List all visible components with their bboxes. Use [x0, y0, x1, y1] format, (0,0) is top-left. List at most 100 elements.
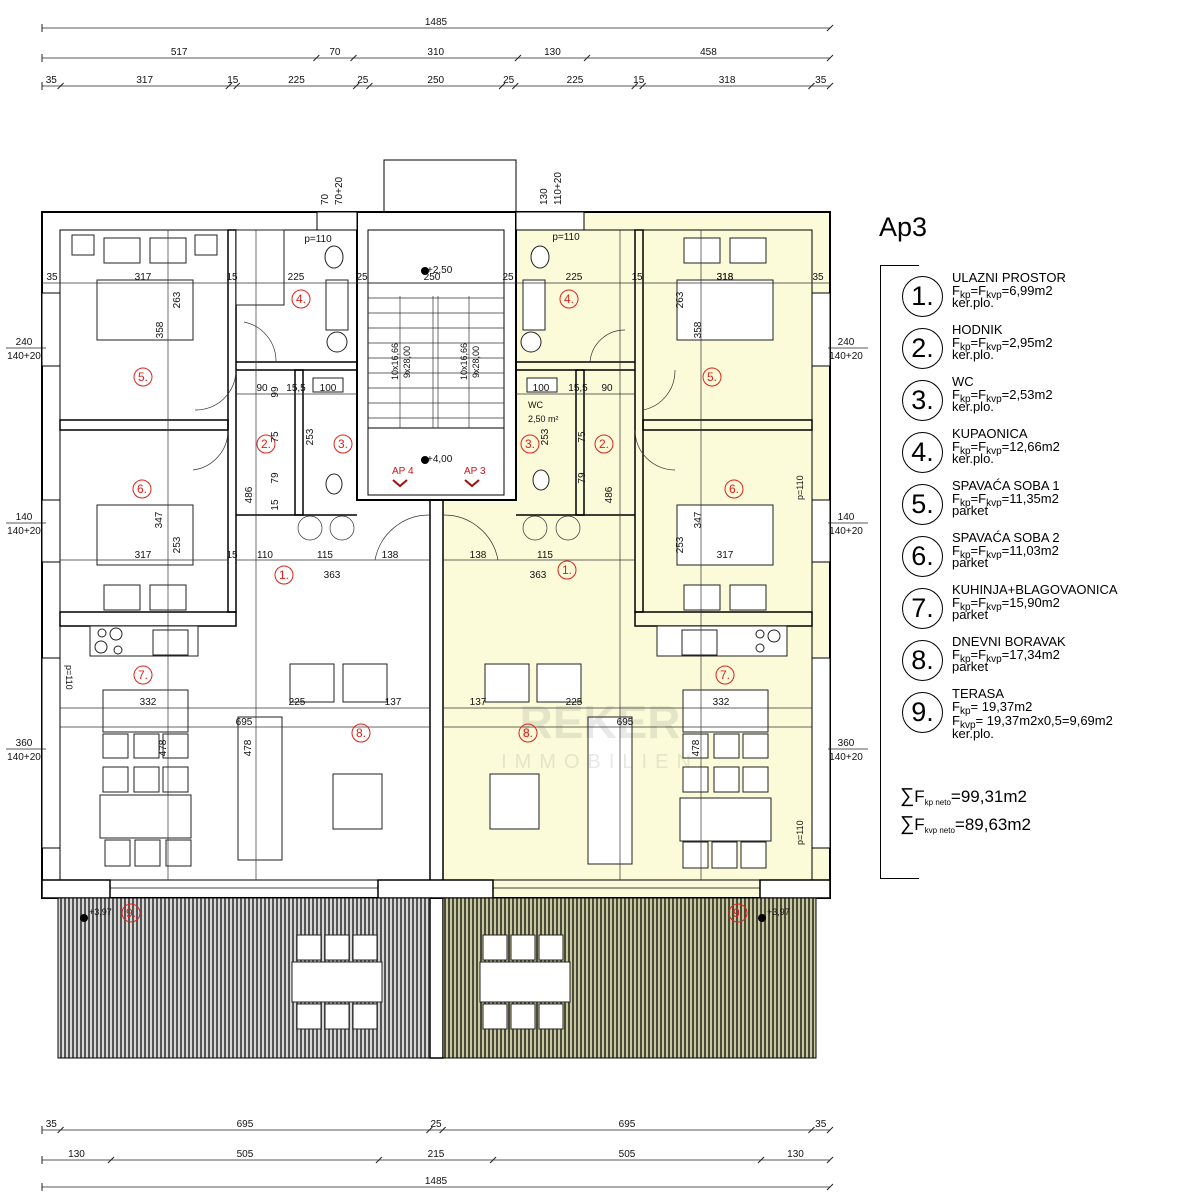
dimension-tick	[826, 1183, 834, 1191]
dimension-tick	[511, 82, 519, 90]
room-marker[interactable]: 2.	[261, 437, 271, 451]
room-marker-circle	[715, 665, 735, 685]
dimension-value: 1485	[425, 17, 448, 28]
window-opening: 140+20	[829, 351, 863, 362]
dimension-value: 35	[46, 1119, 58, 1130]
room-floor: parket	[952, 555, 989, 570]
room-marker[interactable]: 2.	[599, 437, 609, 451]
entry-ap3-label[interactable]: AP 3	[464, 466, 486, 477]
plan-dimension: 253	[172, 536, 183, 553]
plan-dimension: 486	[244, 486, 255, 503]
room-number: 4.	[902, 432, 943, 473]
room-marker[interactable]: 4.	[564, 292, 574, 306]
plan-dimension: 15,5	[568, 383, 588, 394]
room-marker-circle	[518, 723, 538, 743]
room-marker[interactable]: 9.	[126, 906, 136, 920]
room-markers: 1. 2. 3. 4. 5. 6. 7. 8. 9. 1. 2. 3. 4. 5. 6. 7. 8. 9.	[121, 289, 748, 923]
room-marker-circle	[121, 903, 141, 923]
plan-dimension: 115	[317, 550, 333, 561]
window-opening: 140+20	[7, 752, 41, 763]
terrace: +3,97 +3,97	[57, 897, 817, 1059]
dimension-tick	[631, 82, 639, 90]
plan-dimension: 317	[717, 550, 734, 561]
room-name: SPAVAĆA SOBA 2	[952, 530, 1060, 545]
room-marker-circle	[256, 434, 276, 454]
room-marker[interactable]: 1.	[279, 568, 289, 582]
plan-dimension: 478	[158, 739, 169, 756]
room-marker[interactable]: 8.	[523, 726, 533, 740]
room-marker[interactable]: 6.	[729, 482, 739, 496]
dimension-value: 130	[544, 47, 561, 58]
plan-dimension: 317	[135, 272, 152, 283]
room-marker[interactable]: 7.	[720, 668, 730, 682]
dimension-value: 35	[815, 1119, 827, 1130]
dimension-value: 15	[633, 75, 645, 86]
room-marker[interactable]: 9.	[733, 906, 743, 920]
plan-dimension: 253	[540, 428, 551, 445]
room-marker[interactable]: 1.	[562, 563, 572, 577]
room-marker[interactable]: 4.	[296, 292, 306, 306]
room-marker[interactable]: 8.	[356, 726, 366, 740]
room-marker-circle	[274, 565, 294, 585]
dimension-tick	[757, 1156, 765, 1164]
entry-ap4-label[interactable]: AP 4	[392, 466, 414, 477]
plan-dimension: 317	[135, 550, 152, 561]
plan-dimension: 15	[226, 550, 238, 561]
room-marker[interactable]: 5.	[138, 370, 148, 384]
dimension-tick	[225, 82, 233, 90]
plan-dimension: p=110	[304, 234, 332, 245]
plan-dimension: 100	[320, 383, 337, 394]
room-number: 1.	[902, 276, 943, 317]
level-top: +2,50	[427, 265, 453, 276]
dimension-tick	[439, 1126, 446, 1134]
plan-dimension: 253	[675, 536, 686, 553]
sill-height: p=110	[795, 475, 805, 500]
sill-height: p=110	[795, 820, 805, 845]
plan-dimension: 137	[470, 697, 487, 708]
window-opening: 140+20	[7, 526, 41, 537]
room-number: 5.	[902, 484, 943, 525]
furniture	[71, 229, 788, 869]
room-name: DNEVNI BORAVAK	[952, 634, 1066, 649]
terrace-level-right: +3,97	[767, 907, 790, 917]
dimension-value: 130	[787, 1149, 804, 1160]
room-floor: parket	[952, 659, 989, 674]
room-marker-circle	[557, 560, 577, 580]
room-area: Fkp=Fkvp=15,90m2	[952, 594, 1060, 613]
room-marker[interactable]: 6.	[137, 482, 147, 496]
room-marker[interactable]: 3.	[338, 437, 348, 451]
stair-roof-box	[383, 159, 517, 213]
plan-dimension: 318	[717, 272, 734, 283]
room-area-kvp: Fkvp= 19,37m2x0,5=9,69m2	[952, 713, 1113, 731]
room-area: Fkp=Fkvp=12,66m2	[952, 438, 1060, 457]
dimension-tick	[489, 1156, 497, 1164]
window-opening: 140+20	[7, 351, 41, 362]
plan-dimension: 253	[305, 428, 316, 445]
room-marker[interactable]: 3.	[525, 437, 535, 451]
plan-dimension: 15,5	[286, 383, 306, 394]
window-size: 240	[16, 337, 33, 348]
wc-label: WC	[528, 400, 543, 410]
plan-dimension: 695	[236, 717, 253, 728]
room-area: Fkp=Fkvp=2,53m2	[952, 386, 1053, 405]
plan-dimension: 478	[691, 739, 702, 756]
dimension-value: 130	[68, 1149, 85, 1160]
dimension-value: 35	[815, 75, 827, 86]
room-marker[interactable]: 5.	[707, 370, 717, 384]
room-name: KUHINJA+BLAGOVAONICA	[952, 582, 1118, 597]
plan-dimension: 332	[713, 697, 730, 708]
plan-dimension: 75	[577, 431, 588, 443]
window-size: 130	[539, 188, 550, 205]
plan-dimension: 25	[502, 272, 514, 283]
terrace-level-left: +3,97	[89, 907, 112, 917]
room-marker[interactable]: 7.	[138, 668, 148, 682]
room-area: Fkp=Fkvp=11,35m2	[952, 490, 1059, 509]
dimension-tick	[366, 82, 373, 90]
plan-dimension: 347	[154, 511, 165, 528]
plan-dimension: 35	[812, 272, 824, 283]
dimension-tick	[639, 82, 647, 90]
